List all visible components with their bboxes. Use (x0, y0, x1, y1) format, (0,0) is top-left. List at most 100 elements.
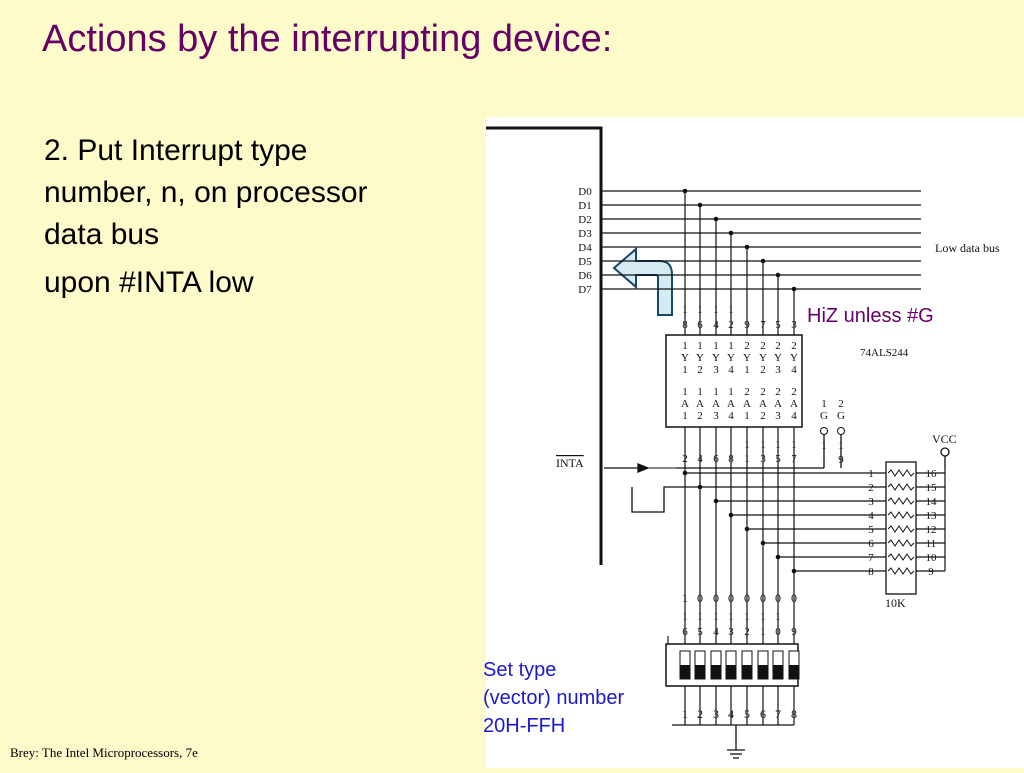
processor-edge (486, 126, 603, 565)
junction-dot (697, 202, 703, 208)
junction-dot (760, 540, 766, 546)
in-pin-number: 7 (791, 453, 797, 465)
a-pin-label: 1 (713, 386, 719, 398)
a-pin-label: 1 (682, 410, 688, 422)
a-pin-label: 2 (760, 410, 766, 422)
g-pin-number: 9 (838, 454, 844, 466)
vector-bit: 0 (775, 591, 781, 605)
rn-left-pin: 4 (868, 510, 874, 522)
vector-bit: 0 (697, 591, 703, 605)
switch-toggle-knob (773, 665, 783, 679)
junction-dot (713, 498, 719, 504)
a-pin-label: 2 (775, 386, 781, 398)
junction-dot (791, 568, 797, 574)
out-pin-number: 8 (682, 319, 688, 331)
switch-pin-top: 5 (697, 626, 703, 638)
out-pin-number: 1 (728, 304, 734, 316)
y-pin-label: Y (681, 352, 689, 364)
rn-right-pin: 15 (926, 482, 938, 494)
vector-bit: 1 (682, 591, 688, 605)
bullet-line-4: upon #INTA low (44, 266, 254, 299)
y-pin-label: 1 (682, 364, 688, 376)
junction-dot (682, 470, 688, 476)
rn-right-pin: 10 (926, 552, 938, 564)
switch-pin-top: 3 (728, 626, 734, 638)
y-pin-label: 2 (760, 364, 766, 376)
in-pin-number: 3 (760, 453, 766, 465)
switch-toggle-knob (695, 665, 705, 679)
y-pin-label: 4 (791, 364, 797, 376)
resistor-element (887, 525, 915, 533)
switch-pin-top: 6 (682, 626, 688, 638)
y-pin-label: Y (727, 352, 735, 364)
a-pin-label: 2 (697, 410, 703, 422)
rn-left-pin: 2 (868, 482, 874, 494)
data-line-label-D1: D1 (578, 200, 591, 212)
switch-pin-top: 1 (744, 611, 750, 623)
rn-left-pin: 5 (868, 524, 874, 536)
in-pin-number: 1 (791, 439, 797, 451)
inta-arrow (637, 463, 650, 473)
data-line-label-D6: D6 (578, 270, 592, 282)
switch-pin-bottom: 6 (760, 707, 766, 721)
resistor-element (887, 483, 915, 491)
data-line-label-D5: D5 (578, 256, 592, 268)
slide-title: Actions by the interrupting device: (42, 18, 613, 60)
junction-dot (728, 230, 734, 236)
y-pin-label: 2 (744, 340, 750, 352)
vector-bit: 0 (760, 591, 766, 605)
bullet-line-3: data bus (44, 218, 160, 251)
y-pin-label: 1 (682, 340, 688, 352)
g-pin-number: 1 (838, 440, 844, 452)
in-pin-number: 5 (775, 453, 781, 465)
hiz-note: HiZ unless #G (807, 305, 934, 327)
y-pin-label: 2 (697, 364, 703, 376)
back-arrow-icon (612, 246, 673, 316)
a-pin-label: 2 (760, 386, 766, 398)
switch-toggle-knob (711, 665, 721, 679)
data-line-label-D4: D4 (578, 242, 592, 254)
y-pin-label: 3 (775, 364, 781, 376)
out-pin-number: 4 (713, 319, 719, 331)
rn-right-pin: 11 (926, 538, 937, 550)
g-pin-label: G (820, 410, 828, 422)
switch-pin-bottom: 1 (682, 707, 688, 721)
set-type-line-2: (vector) number (483, 687, 625, 709)
rn-left-pin: 6 (868, 538, 874, 550)
y-pin-label: Y (790, 352, 798, 364)
resistor-network (885, 461, 917, 595)
inta-pulse (631, 486, 700, 513)
switch-toggle-knob (726, 665, 736, 679)
resistor-element (887, 539, 915, 547)
resistor-element (887, 553, 915, 561)
g-pin-bubble (820, 427, 828, 435)
in-pin-number: 1 (744, 439, 750, 451)
a-pin-label: A (790, 398, 798, 410)
junction-dot (697, 484, 703, 490)
out-pin-number: 1 (713, 304, 719, 316)
vector-bit: 0 (791, 591, 797, 605)
a-pin-label: 4 (791, 410, 797, 422)
y-pin-label: 2 (760, 340, 766, 352)
rn-right-pin: 12 (926, 524, 937, 536)
junction-dot (791, 286, 797, 292)
data-line-label-D7: D7 (578, 284, 592, 296)
rn-right-pin: 13 (926, 510, 938, 522)
y-pin-label: Y (696, 352, 704, 364)
rn-left-pin: 7 (868, 552, 874, 564)
junction-dot (775, 554, 781, 560)
vector-bit: 0 (728, 591, 734, 605)
switch-toggle-knob (680, 665, 690, 679)
bus-label: Low data bus (935, 241, 1000, 255)
resistor-element (887, 497, 915, 505)
data-line-label-D2: D2 (578, 214, 591, 226)
y-pin-label: 4 (728, 364, 734, 376)
a-pin-label: A (759, 398, 767, 410)
a-pin-label: A (743, 398, 751, 410)
vcc-terminal (940, 447, 950, 457)
rn-left-pin: 8 (868, 566, 874, 578)
in-pin-number: 6 (713, 453, 719, 465)
y-pin-label: 1 (713, 340, 719, 352)
